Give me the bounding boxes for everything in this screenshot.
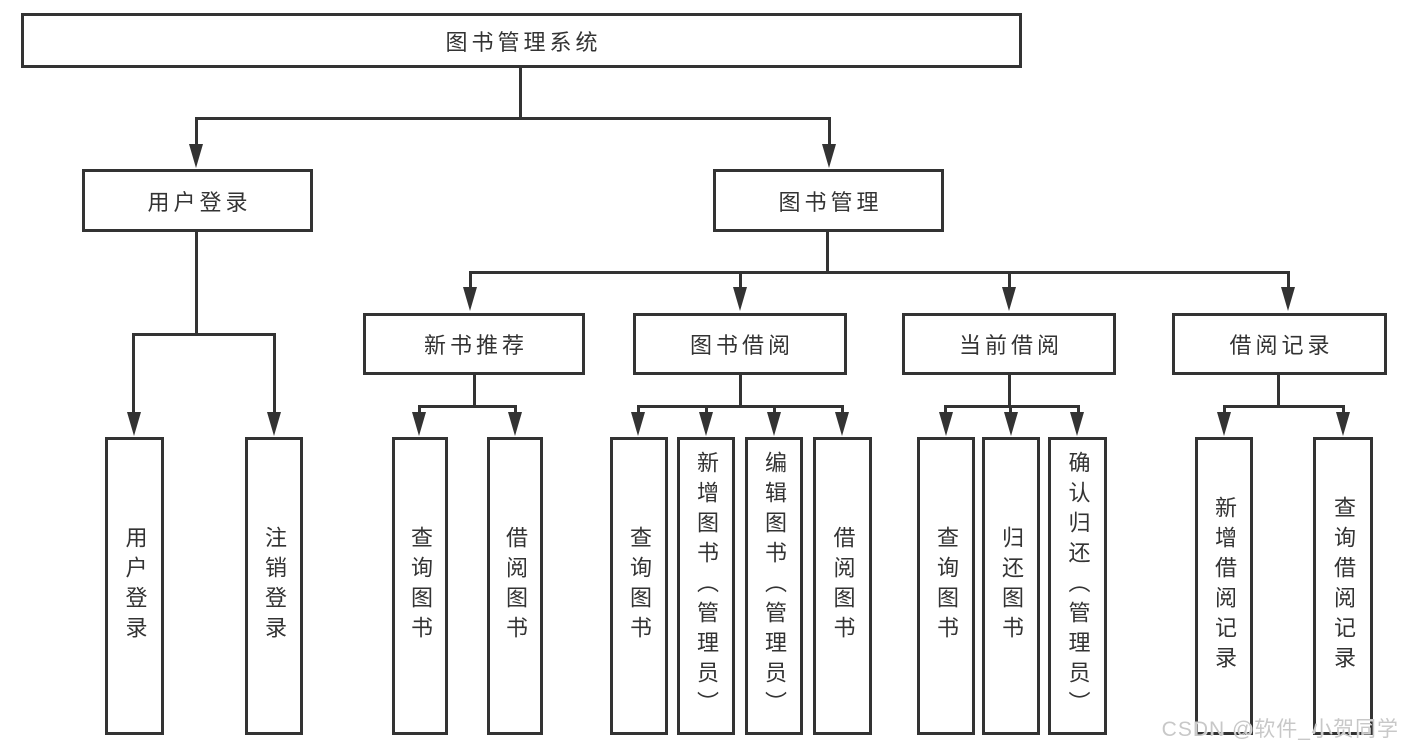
leaf-borrow-books-recommend: 借阅图书 [487, 437, 543, 735]
connector-current-hbar [944, 405, 1080, 408]
connector-mgmt-drop-1 [469, 271, 472, 291]
arrow-icon [699, 412, 713, 436]
node-user-login: 用户登录 [82, 169, 313, 232]
connector-recommend-stem [473, 375, 476, 408]
leaf-return-book: 归还图书 [982, 437, 1040, 735]
node-label: 新书推荐 [423, 333, 528, 358]
leaf-user-login: 用户登录 [105, 437, 164, 735]
node-root-library-system: 图书管理系统 [21, 13, 1022, 68]
connector-borrow-stem [739, 375, 742, 408]
leaf-label: 用户登录 [122, 526, 148, 646]
connector-mgmt-drop-3 [1008, 271, 1011, 291]
leaf-add-book-admin: 新增图书（管理员） [677, 437, 735, 735]
connector-mgmt-hbar [469, 271, 1290, 274]
leaf-label: 查询图书 [627, 526, 652, 646]
leaf-label: 新增借阅记录 [1212, 496, 1237, 676]
connector-current-drop-2 [1009, 405, 1012, 415]
connector-root-drop-right [828, 117, 831, 147]
connector-records-hbar [1223, 405, 1345, 408]
connector-recommend-hbar [418, 405, 517, 408]
arrow-icon [1281, 287, 1295, 311]
node-label: 图书管理系统 [445, 29, 602, 55]
connector-mgmt-drop-4 [1287, 271, 1290, 291]
node-label: 图书管理 [778, 189, 883, 215]
node-label: 当前借阅 [958, 333, 1063, 358]
node-book-management: 图书管理 [713, 169, 944, 232]
connector-login-stem [195, 232, 198, 336]
arrow-icon [939, 412, 953, 436]
leaf-label: 查询图书 [408, 526, 433, 646]
arrow-icon [1070, 412, 1084, 436]
connector-borrow-hbar [637, 405, 844, 408]
watermark: CSDN @软件_小贺同学 [1161, 718, 1399, 741]
leaf-query-books-borrow: 查询图书 [610, 437, 668, 735]
leaf-add-borrow-record: 新增借阅记录 [1195, 437, 1253, 735]
arrow-icon [463, 287, 477, 311]
arrow-icon [412, 412, 426, 436]
connector-borrow-drop-2 [705, 405, 708, 415]
leaf-edit-book-admin: 编辑图书（管理员） [745, 437, 803, 735]
connector-borrow-drop-4 [841, 405, 844, 415]
arrow-icon [1002, 287, 1016, 311]
connector-borrow-drop-1 [637, 405, 640, 415]
leaf-confirm-return-admin: 确认归还（管理员） [1048, 437, 1107, 735]
connector-recommend-drop-2 [514, 405, 517, 415]
leaf-logout: 注销登录 [245, 437, 303, 735]
connector-login-hbar [132, 333, 276, 336]
leaf-label: 借阅图书 [503, 526, 528, 646]
connector-root-hbar [195, 117, 831, 120]
arrow-icon [822, 144, 836, 168]
node-label: 图书借阅 [689, 333, 794, 358]
leaf-label: 借阅图书 [830, 526, 856, 646]
arrow-icon [733, 287, 747, 311]
node-book-borrow: 图书借阅 [633, 313, 847, 375]
connector-records-drop-2 [1342, 405, 1345, 415]
leaf-label: 查询借阅记录 [1331, 496, 1356, 676]
node-borrow-records: 借阅记录 [1172, 313, 1387, 375]
connector-login-drop-1 [132, 333, 135, 415]
leaf-label: 注销登录 [262, 526, 287, 646]
arrow-icon [267, 412, 281, 436]
connector-borrow-drop-3 [773, 405, 776, 415]
arrow-icon [631, 412, 645, 436]
node-new-book-recommend: 新书推荐 [363, 313, 585, 375]
connector-login-drop-2 [273, 333, 276, 415]
node-label: 借阅记录 [1229, 333, 1334, 358]
arrow-icon [189, 144, 203, 168]
arrow-icon [1336, 412, 1350, 436]
leaf-query-borrow-record: 查询借阅记录 [1313, 437, 1373, 735]
arrow-icon [767, 412, 781, 436]
leaf-label: 编辑图书（管理员） [762, 451, 787, 721]
leaf-label: 确认归还（管理员） [1065, 451, 1091, 721]
arrow-icon [508, 412, 522, 436]
connector-current-drop-3 [1077, 405, 1080, 415]
arrow-icon [127, 412, 141, 436]
arrow-icon [1217, 412, 1231, 436]
connector-current-stem [1008, 375, 1011, 408]
arrow-icon [835, 412, 849, 436]
leaf-label: 新增图书（管理员） [694, 451, 719, 721]
connector-recommend-drop-1 [418, 405, 421, 415]
connector-records-drop-1 [1223, 405, 1226, 415]
leaf-label: 查询图书 [934, 526, 959, 646]
node-label: 用户登录 [147, 189, 252, 215]
connector-records-stem [1277, 375, 1280, 408]
leaf-query-books-current: 查询图书 [917, 437, 975, 735]
leaf-label: 归还图书 [999, 526, 1024, 646]
connector-mgmt-stem [826, 232, 829, 274]
connector-current-drop-1 [944, 405, 947, 415]
connector-root-stem [519, 68, 522, 118]
leaf-borrow-books-borrow: 借阅图书 [813, 437, 872, 735]
connector-root-drop-left [195, 117, 198, 147]
node-current-borrow: 当前借阅 [902, 313, 1116, 375]
connector-mgmt-drop-2 [739, 271, 742, 291]
arrow-icon [1004, 412, 1018, 436]
leaf-query-books-recommend: 查询图书 [392, 437, 448, 735]
